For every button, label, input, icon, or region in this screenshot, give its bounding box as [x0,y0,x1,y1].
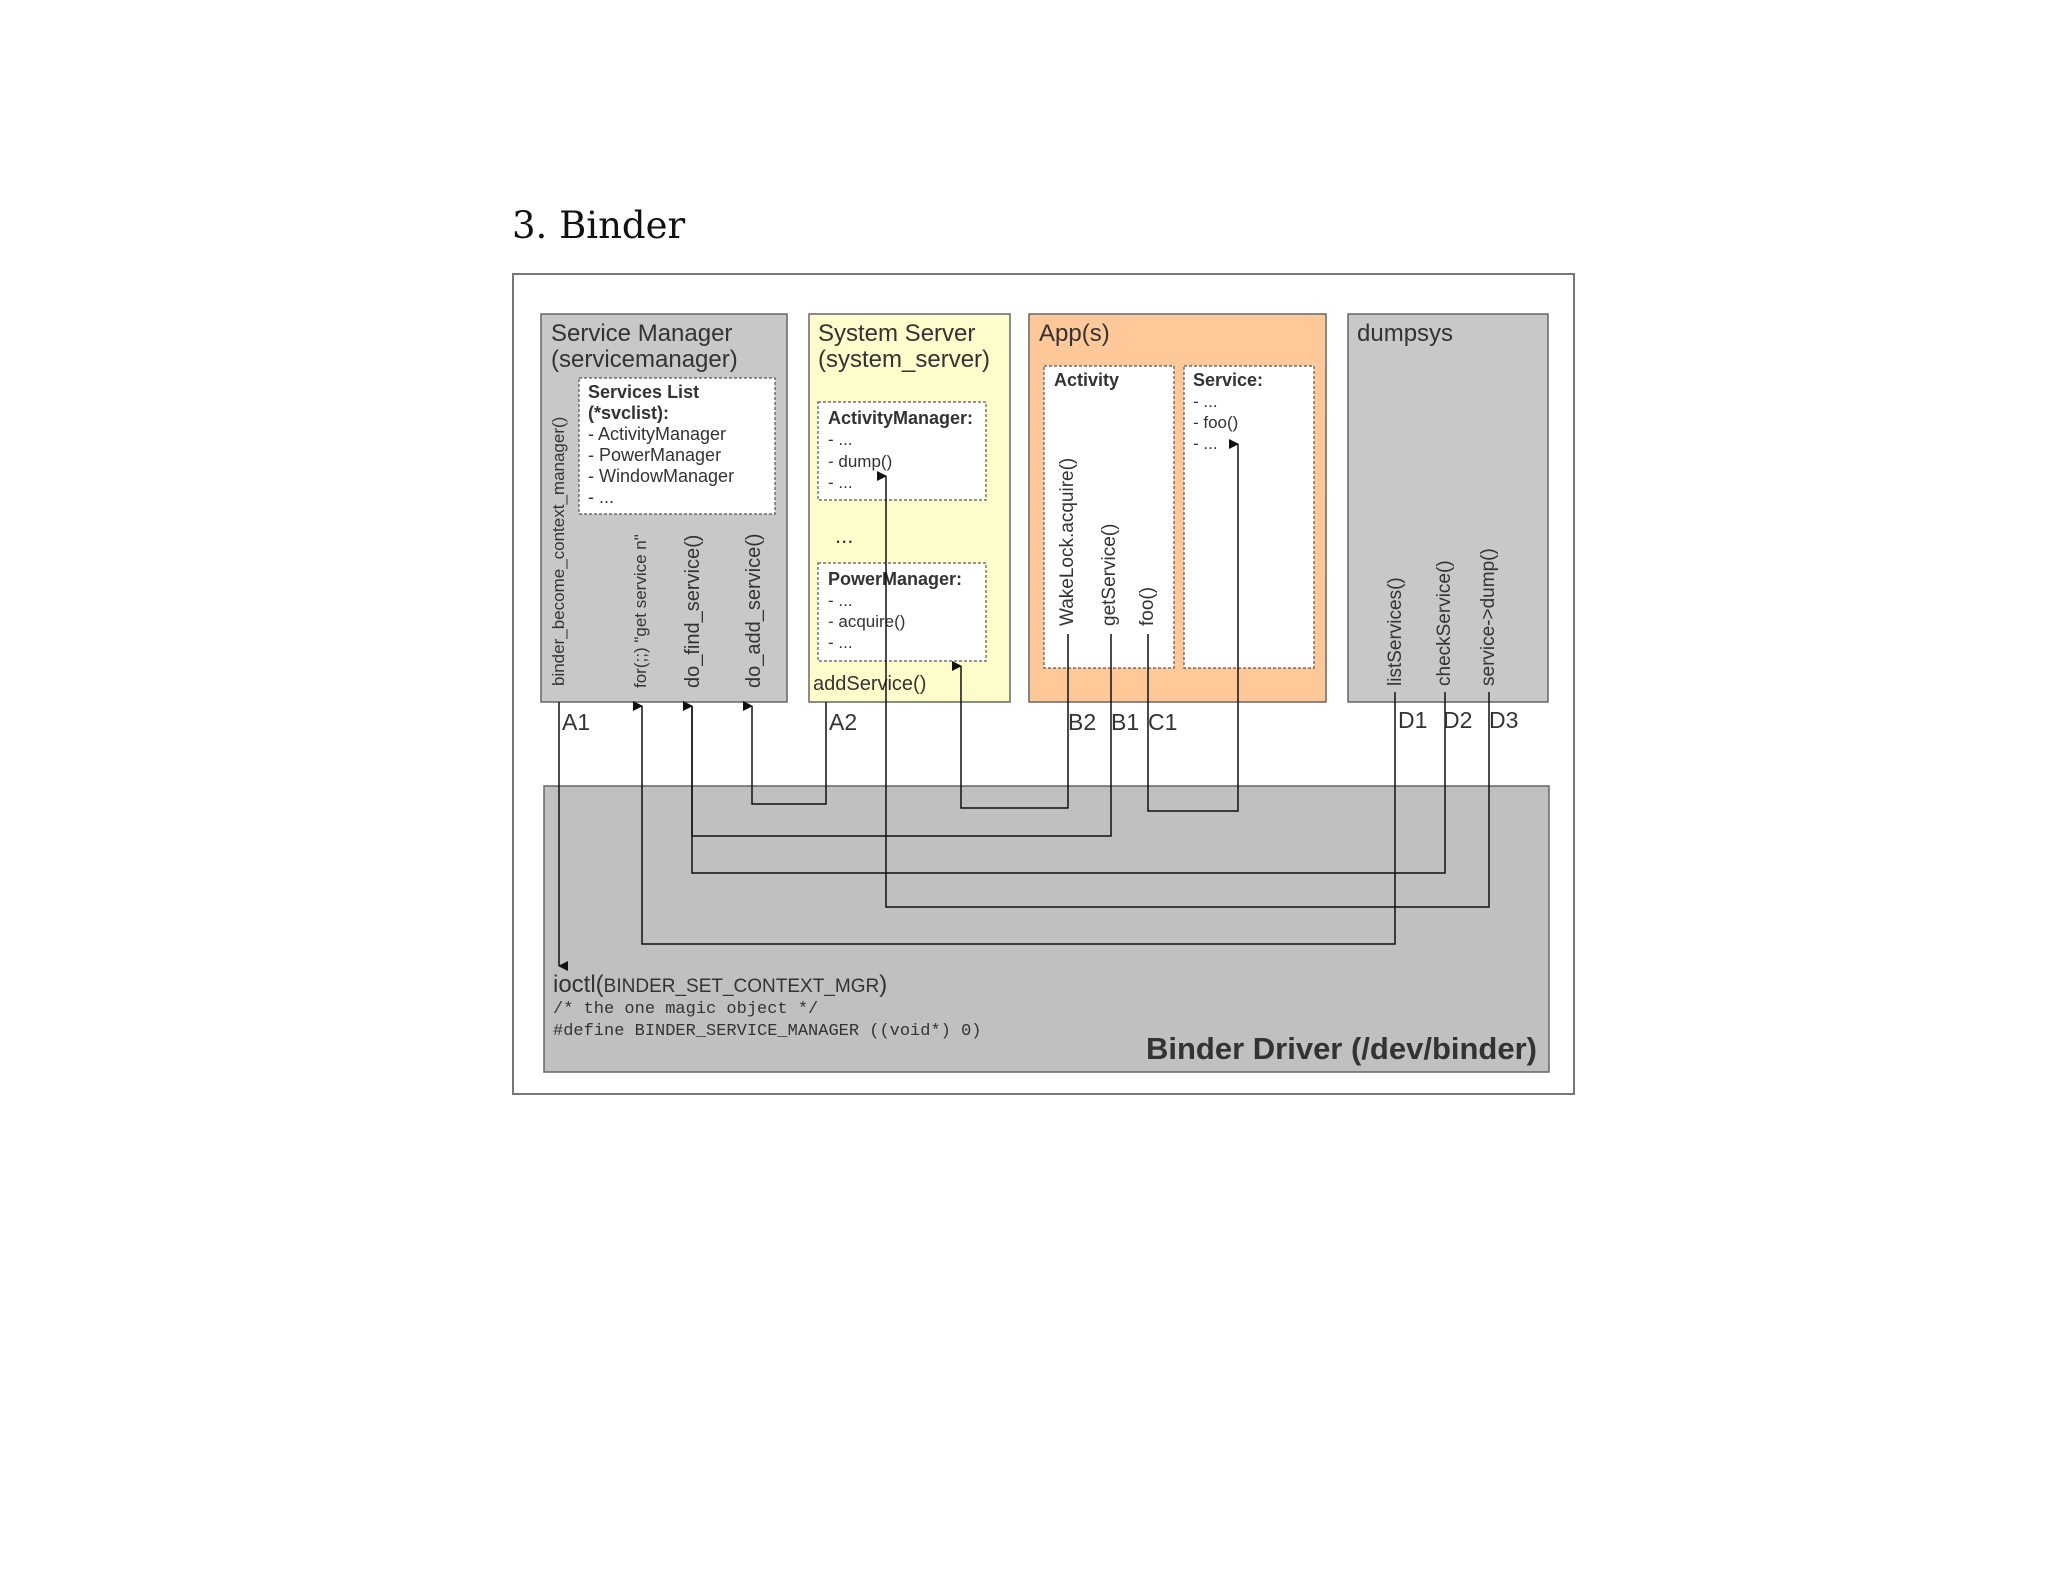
binder-driver-title: Binder Driver (/dev/binder) [1146,1031,1537,1066]
apps-title: App(s) [1039,320,1110,347]
services-list-heading-2: (*svclist): [588,403,669,423]
check-service-label: checkService() [1434,560,1455,686]
services-list-item: - WindowManager [588,466,734,486]
marker-c1: C1 [1148,709,1177,735]
services-list-heading: Services List [588,382,699,402]
flow-d2 [691,692,1446,874]
flow-c1 [1147,439,1239,812]
marker-b2: B2 [1068,709,1096,735]
services-list-item: - ... [588,487,614,507]
apps-box: App(s) Activity WakeLock.acquire() getSe… [1028,313,1327,703]
marker-d2: D2 [1443,707,1472,733]
foo-call-label: foo() [1137,587,1158,626]
service-line: - foo() [1193,413,1238,432]
services-list-box: Services List (*svclist): - ActivityMana… [578,377,776,515]
marker-d3: D3 [1489,707,1518,733]
activity-manager-heading: ActivityManager: [828,408,973,428]
binder-driver-box [543,785,1550,1073]
activity-manager-box: ActivityManager: - ... - dump() - ... [817,401,987,501]
system-server-box: System Server (system_server) ActivityMa… [808,313,1011,703]
wakelock-acquire-label: WakeLock.acquire() [1057,458,1078,626]
dumpsys-title: dumpsys [1357,320,1453,347]
service-dump-label: service->dump() [1478,548,1499,686]
flow-d3 [877,471,1490,908]
system-server-title: System Server [818,320,975,347]
activity-heading: Activity [1054,370,1119,390]
flow-b2 [952,634,1069,809]
marker-b1: B1 [1111,709,1139,735]
ioctl-prefix: ioctl( [553,971,604,998]
flow-d1 [633,692,1396,945]
do-find-service-label: do_find_service() [682,535,704,688]
power-manager-heading: PowerManager: [828,569,962,589]
service-manager-box: Service Manager (servicemanager) Service… [540,313,788,703]
ioctl-call: ioctl(BINDER_SET_CONTEXT_MGR) [553,971,887,998]
marker-a1: A1 [562,709,590,735]
power-manager-line: - ... [828,591,853,610]
marker-a2: A2 [829,709,857,735]
managers-ellipsis: ... [835,523,853,548]
get-service-label: getService() [1099,524,1120,626]
ioctl-suffix: ) [879,971,887,998]
dumpsys-box: dumpsys listServices() checkService() se… [1347,313,1549,703]
services-list-item: - ActivityManager [588,424,726,444]
add-service-label: addService() [813,673,926,695]
define-service-manager: #define BINDER_SERVICE_MANAGER ((void*) … [553,1022,981,1041]
service-line: - ... [1193,434,1218,453]
system-server-subtitle: (system_server) [818,346,990,373]
power-manager-box: PowerManager: - ... - acquire() - ... [817,562,987,662]
activity-box: Activity WakeLock.acquire() getService()… [1043,365,1175,669]
service-manager-subtitle: (servicemanager) [551,346,738,373]
do-add-service-label: do_add_service() [743,533,765,688]
magic-object-comment: /* the one magic object */ [553,1000,818,1019]
list-services-label: listServices() [1385,577,1406,686]
service-heading: Service: [1193,370,1263,390]
activity-manager-line: - dump() [828,452,892,471]
flow-a2 [743,701,827,805]
binder-become-context-manager-label: binder_become_context_manager() [549,417,568,686]
for-get-service-label: for(;;) "get service n" [631,534,650,688]
call-flow-lines [558,439,1490,971]
flow-markers: A1 A2 B2 B1 C1 D1 D2 D3 [562,707,1518,735]
ioctl-arg: BINDER_SET_CONTEXT_MGR [604,976,880,997]
page-title: 3. Binder [512,204,686,247]
power-manager-line: - ... [828,633,853,652]
power-manager-line: - acquire() [828,612,905,631]
service-box: Service: - ... - foo() - ... [1183,365,1315,669]
activity-manager-line: - ... [828,430,853,449]
marker-d1: D1 [1398,707,1427,733]
activity-manager-line: - ... [828,473,853,492]
services-list-item: - PowerManager [588,445,721,465]
service-line: - ... [1193,392,1218,411]
service-manager-title: Service Manager [551,320,732,347]
